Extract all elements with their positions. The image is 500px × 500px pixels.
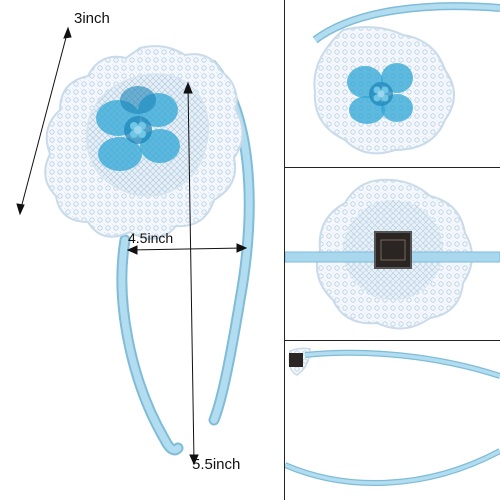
back-view-image [285,178,500,330]
panel-divider-vertical [284,0,285,500]
width-measurement-label: 3inch [74,10,110,27]
panel-divider-1 [284,167,500,168]
side-view [285,341,500,500]
headband-image [16,26,255,466]
brand-tag [374,231,412,269]
panel-divider-2 [284,340,500,341]
height-measurement-label: 5.5inch [192,456,241,473]
main-product-view: 3inch 4.5inch 5.5inch [16,10,255,473]
blue-flower [96,86,180,171]
mid-measurement-label: 4.5inch [128,230,174,246]
side-view-image [285,347,500,487]
back-view [285,168,500,340]
width-measure-arrow [19,29,69,213]
flower-closeup-image [312,2,500,155]
mid-measure-arrow [129,247,245,251]
flower-closeup-view [285,0,500,167]
height-measure-arrow [187,84,195,463]
side-brand-tag [289,353,303,367]
